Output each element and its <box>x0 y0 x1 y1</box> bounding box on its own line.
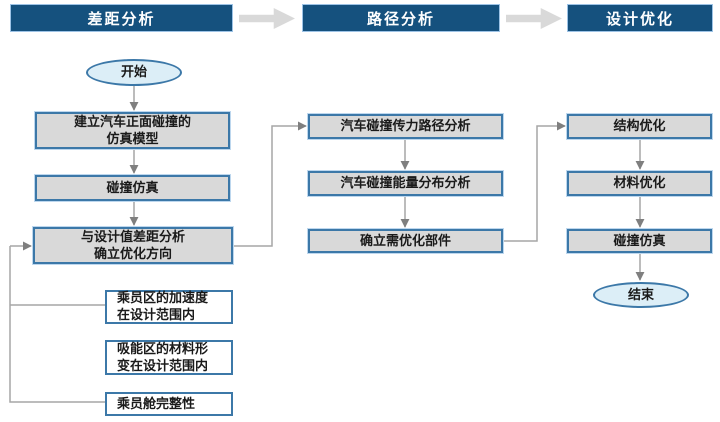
force-path-analysis-box: 汽车碰撞传力路径分析 <box>308 114 503 139</box>
structure-optimization-box: 结构优化 <box>567 114 712 139</box>
flow-arrow-icon <box>506 8 562 29</box>
crash-simulation-verify-box: 碰撞仿真 <box>567 229 712 253</box>
build-simulation-model-box: 建立汽车正面碰撞的 仿真模型 <box>35 112 230 149</box>
crash-simulation-box: 碰撞仿真 <box>35 175 230 201</box>
gap-analysis-box: 与设计值差距分析 确立优化方向 <box>33 227 233 264</box>
phase-header-design-optimization: 设计优化 <box>567 4 713 32</box>
start-terminator: 开始 <box>86 59 182 86</box>
phase-header-path-analysis: 路径分析 <box>302 4 500 32</box>
material-optimization-box: 材料优化 <box>567 171 712 196</box>
end-terminator: 结束 <box>593 282 689 308</box>
confirm-optimization-parts-box: 确立需优化部件 <box>308 229 503 253</box>
criteria-acceleration-box: 乘员区的加速度 在设计范围内 <box>105 290 233 324</box>
criteria-material-deformation-box: 吸能区的材料形 变在设计范围内 <box>105 340 233 375</box>
phase-header-gap-analysis: 差距分析 <box>10 4 233 32</box>
energy-distribution-analysis-box: 汽车碰撞能量分布分析 <box>308 171 503 196</box>
flow-arrow-icon <box>239 8 295 29</box>
criteria-cabin-integrity-box: 乘员舱完整性 <box>105 392 233 416</box>
